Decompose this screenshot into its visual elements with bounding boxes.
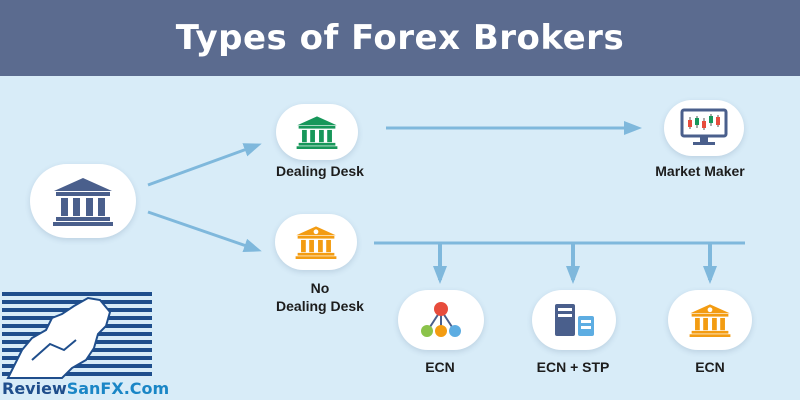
market-maker-label: Market Maker [655,163,745,179]
network-icon [421,302,461,337]
bank-icon [296,116,338,149]
bank-icon [295,226,337,259]
root-broker-node [30,164,136,238]
ecn-left-label: ECN [425,359,455,375]
logo-text-review: Review [2,379,67,398]
server-icon [555,304,594,336]
arrow-to-dealing-desk [147,143,262,187]
ecn-right-node [668,290,752,350]
market-maker-node [664,100,744,156]
ecn-stp-label: ECN + STP [536,359,610,375]
no-dealing-desk-node [275,214,357,270]
no-dealing-desk-label-line2: Dealing Desk [276,298,364,314]
ecn-left-node [398,290,484,350]
dealing-desk-node [276,104,358,160]
ecn-stp-node [532,290,616,350]
bank-icon [53,178,113,226]
logo-text-sanfx: SanFX.Com [66,379,170,398]
dealing-desk-label: Dealing Desk [276,163,364,179]
chart-monitor-icon [680,108,728,145]
arrow-to-no-dealing-desk [147,210,262,253]
bank-icon [689,304,731,337]
no-dealing-desk-label-line1: No [310,280,330,296]
title-banner: Types of Forex Brokers [0,0,800,76]
ecn-right-label: ECN [695,359,725,375]
page-title: Types of Forex Brokers [175,18,625,58]
logo-wordmark: ReviewSanFX.Com [2,379,169,398]
reviewsanfx-logo [2,292,152,379]
